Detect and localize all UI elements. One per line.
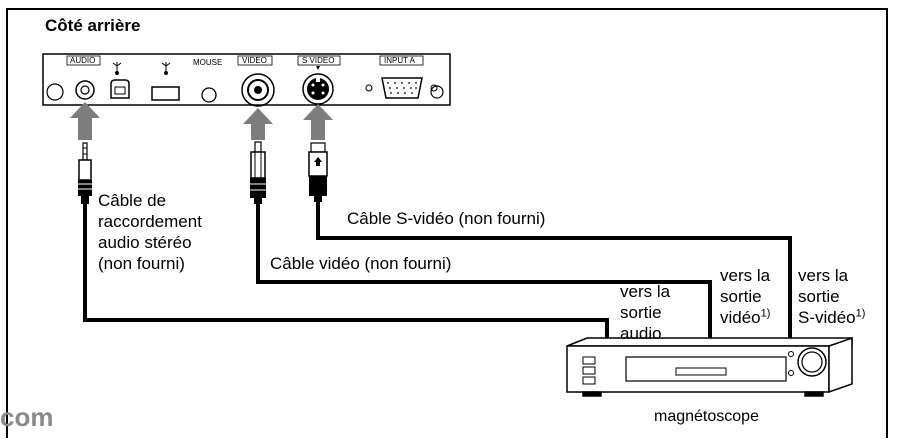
audio-cable-label: Câble de raccordement audio stéréo (non … — [98, 191, 202, 273]
svideo-output-label: vers la sortie S-vidéo1) — [798, 266, 866, 327]
svideo-cable-label: Câble S-vidéo (non fourni) — [347, 209, 546, 228]
input-a-label-box — [379, 55, 424, 66]
vga-port — [381, 77, 423, 99]
panel-screw-right — [430, 85, 444, 99]
page-title: Côté arrière — [45, 16, 141, 35]
audio-output-label: vers la sortie audio — [620, 282, 671, 343]
audio-plug — [78, 142, 92, 204]
svideo-plug — [308, 142, 328, 202]
video-cable-label: Câble vidéo (non fourni) — [270, 254, 452, 273]
mouse-port-label: MOUSE — [193, 58, 223, 67]
usb-b-port — [110, 79, 130, 99]
svideo-label-box — [297, 55, 341, 66]
svideo-cable — [316, 202, 792, 340]
video-jack — [241, 73, 275, 107]
input-a-port-label: INPUT A — [384, 56, 415, 65]
mouse-port — [201, 87, 217, 103]
watermark-text: com — [0, 402, 54, 432]
video-arrow — [243, 108, 273, 140]
svideo-port-label: S VIDEO — [302, 56, 335, 65]
video-rca-plug — [250, 141, 266, 204]
panel-screw-left — [46, 83, 64, 101]
usb-a-port — [151, 86, 180, 101]
audio-port-label: AUDIO — [70, 56, 96, 65]
video-label-box — [237, 55, 273, 66]
vcr-label: magnétoscope — [654, 408, 759, 425]
vcr-device — [566, 336, 853, 397]
video-output-label: vers la sortie vidéo1) — [720, 266, 771, 327]
diagram-frame — [6, 8, 888, 438]
footnote-marker-2: 1) — [855, 307, 866, 320]
audio-label-box — [66, 55, 101, 66]
usb-icon — [112, 62, 122, 75]
footnote-marker: 1) — [760, 307, 771, 320]
usb-icon-2 — [161, 62, 171, 75]
video-cable — [256, 204, 712, 340]
svideo-arrow — [303, 104, 333, 140]
audio-arrow — [70, 102, 100, 140]
vga-screw-left — [365, 84, 373, 92]
svideo-marker-triangle — [316, 66, 320, 70]
video-port-label: VIDEO — [242, 56, 267, 65]
audio-cable — [83, 204, 609, 340]
audio-jack — [75, 80, 95, 100]
vga-screw-right — [430, 84, 438, 92]
